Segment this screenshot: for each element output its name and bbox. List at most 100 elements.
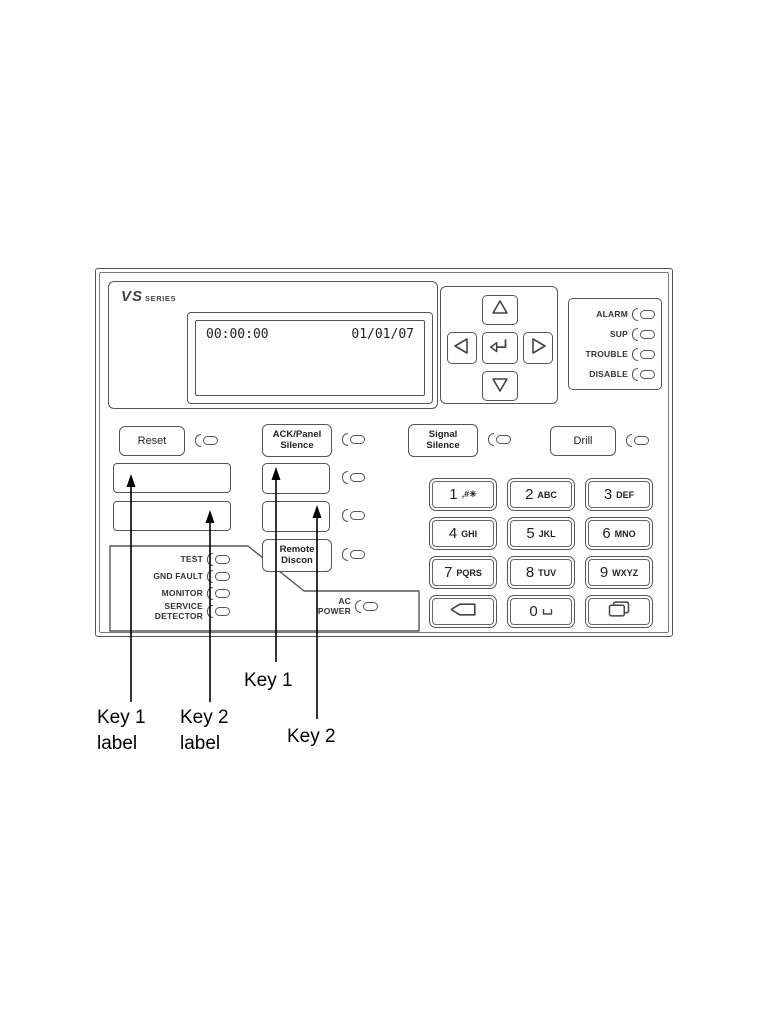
keypad-2-num: 2 [525, 486, 534, 503]
pages-icon [607, 600, 631, 624]
service-detector-label: SERVICE DETECTOR [154, 601, 203, 621]
alarm-led-icon [632, 307, 655, 321]
keypad-backspace[interactable] [429, 595, 497, 628]
drill-button[interactable]: Drill [550, 426, 616, 456]
nav-down-button[interactable] [482, 371, 518, 401]
lcd-display: 00:00:00 01/01/07 [187, 312, 433, 404]
reset-label: Reset [137, 435, 167, 447]
service-detector-led-icon [207, 605, 230, 619]
down-arrow-icon [489, 374, 511, 399]
signal-silence-label: Signal Silence [426, 429, 460, 451]
gnd-fault-label: GND FAULT [153, 570, 203, 581]
brand-vs: VS [121, 288, 144, 305]
alarm-label: ALARM [596, 309, 628, 319]
sup-led-icon [632, 327, 655, 341]
key1-label-annotation: Key 1 label [97, 707, 146, 754]
key2-label-annotation: Key 2 label [180, 707, 229, 754]
enter-arrow-icon [489, 335, 511, 362]
disable-led-icon [632, 367, 655, 381]
remote-discon-label: Remote Discon [279, 544, 315, 566]
reset-led-icon [195, 434, 218, 447]
keypad-7-num: 7 [444, 564, 453, 581]
ac-power-row: AC POWER [296, 596, 378, 617]
lcd-date: 01/01/07 [351, 327, 414, 342]
test-led-icon [207, 553, 230, 566]
keypad-pages[interactable] [585, 595, 653, 628]
keypad-9-sub: WXYZ [612, 567, 639, 578]
service-detector-led-row: SERVICE DETECTOR [110, 601, 230, 622]
key1-annotation: Key 1 [244, 670, 293, 691]
key1-led-icon [342, 471, 365, 484]
status-row-alarm: ALARM [575, 307, 655, 321]
space-open-box-icon [542, 603, 553, 621]
ack-panel-silence-button[interactable]: ACK/Panel Silence [262, 424, 332, 457]
key2-button[interactable] [262, 501, 330, 532]
remote-discon-button[interactable]: Remote Discon [262, 539, 332, 572]
nav-enter-button[interactable] [482, 332, 518, 364]
sup-label: SUP [609, 329, 628, 339]
keypad-2[interactable]: 2 ABC [507, 478, 575, 511]
trouble-label: TROUBLE [585, 349, 628, 359]
monitor-led-row: MONITOR [110, 587, 230, 600]
nav-up-button[interactable] [482, 295, 518, 325]
keypad-9[interactable]: 9 WXYZ [585, 556, 653, 589]
display-module: VS SERIES 00:00:00 01/01/07 [108, 281, 438, 409]
keypad-3-sub: DEF [616, 489, 635, 500]
gnd-fault-led-row: GND FAULT [110, 570, 230, 583]
keypad-5-sub: JKL [538, 528, 556, 539]
keypad-1[interactable]: 1 ,#✳ [429, 478, 497, 511]
status-row-disable: DISABLE [575, 367, 655, 381]
keypad-3[interactable]: 3 DEF [585, 478, 653, 511]
keypad-6-num: 6 [602, 525, 611, 542]
keypad-9-num: 9 [599, 564, 609, 581]
key2-led-icon [342, 509, 365, 522]
brand-logo: VS SERIES [121, 288, 176, 305]
keypad-2-sub: ABC [537, 489, 557, 500]
monitor-led-icon [207, 587, 230, 600]
right-arrow-icon [528, 335, 548, 362]
test-led-row: TEST [110, 553, 230, 566]
keypad-8[interactable]: 8 TUV [507, 556, 575, 589]
left-arrow-icon [452, 335, 472, 362]
keypad-6[interactable]: 6 MNO [585, 517, 653, 550]
disable-label: DISABLE [589, 369, 628, 379]
nav-left-button[interactable] [447, 332, 477, 364]
brand-series: SERIES [145, 294, 177, 303]
monitor-label: MONITOR [161, 587, 203, 598]
keypad-0-num: 0 [529, 603, 538, 620]
backspace-arrow-icon [448, 602, 478, 622]
keypad-7-sub: PQRS [456, 567, 482, 578]
status-row-trouble: TROUBLE [575, 347, 655, 361]
keypad-1-sub: ,#✳ [461, 489, 477, 499]
signal-silence-button[interactable]: Signal Silence [408, 424, 478, 457]
up-arrow-icon [489, 298, 511, 323]
keypad-4[interactable]: 4 GHI [429, 517, 497, 550]
lcd-time: 00:00:00 [206, 327, 269, 342]
drill-led-icon [626, 434, 649, 447]
nav-cluster [440, 286, 558, 404]
status-row-sup: SUP [575, 327, 655, 341]
ack-led-icon [342, 433, 365, 446]
keypad-3-num: 3 [603, 486, 613, 503]
ack-panel-silence-label: ACK/Panel Silence [272, 429, 322, 451]
nav-right-button[interactable] [523, 332, 553, 364]
keypad-0[interactable]: 0 [507, 595, 575, 628]
reset-button[interactable]: Reset [119, 426, 185, 456]
keypad-4-sub: GHI [461, 528, 478, 539]
ac-power-led-icon [355, 600, 378, 614]
keypad-7[interactable]: 7 PQRS [429, 556, 497, 589]
key1-button[interactable] [262, 463, 330, 494]
key2-annotation: Key 2 [287, 726, 336, 747]
test-label: TEST [180, 553, 203, 564]
status-led-panel: ALARM SUP TROUBLE DISABLE [568, 298, 662, 390]
key1-label-slot [113, 463, 231, 493]
lcd-screen: 00:00:00 01/01/07 [195, 320, 425, 396]
keypad-8-num: 8 [525, 564, 535, 581]
fire-alarm-panel: VS SERIES 00:00:00 01/01/07 [95, 268, 673, 637]
keypad-8-sub: TUV [538, 567, 557, 578]
keypad-5[interactable]: 5 JKL [507, 517, 575, 550]
keypad-1-num: 1 [449, 486, 458, 503]
keypad-5-num: 5 [526, 525, 535, 542]
ac-power-label: AC POWER [317, 596, 351, 616]
